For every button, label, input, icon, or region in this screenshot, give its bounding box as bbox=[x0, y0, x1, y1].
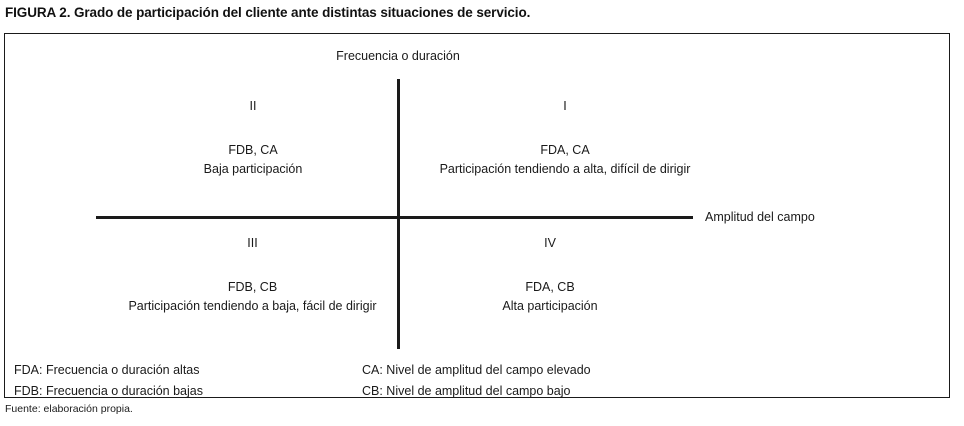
quadrant-III: III FDB, CB Participación tendiendo a ba… bbox=[105, 234, 400, 316]
quadrant-code: FDB, CA bbox=[228, 143, 278, 157]
quadrant-I: I FDA, CA Participación tendiendo a alta… bbox=[420, 97, 710, 179]
horizontal-axis-line bbox=[96, 216, 693, 219]
quadrant-roman-numeral: III bbox=[247, 236, 258, 250]
figure-source-note: Fuente: elaboración propia. bbox=[5, 403, 133, 415]
quadrant-description: Participación tendiendo a baja, fácil de… bbox=[128, 299, 377, 313]
quadrant-description: Baja participación bbox=[203, 162, 303, 176]
legend-item-fda: FDA: Frecuencia o duración altas bbox=[14, 363, 200, 377]
quadrant-roman-numeral: I bbox=[563, 99, 567, 113]
vertical-axis-line bbox=[397, 79, 400, 349]
legend-column-right: CA: Nivel de amplitud del campo elevado … bbox=[362, 360, 591, 402]
quadrant-code: FDA, CB bbox=[525, 280, 575, 294]
legend: FDA: Frecuencia o duración altas FDB: Fr… bbox=[5, 360, 951, 400]
legend-column-left: FDA: Frecuencia o duración altas FDB: Fr… bbox=[14, 360, 203, 402]
quadrant-IV: IV FDA, CB Alta participación bbox=[425, 234, 675, 316]
quadrant-roman-numeral: II bbox=[249, 99, 257, 113]
x-axis-label: Amplitud del campo bbox=[705, 210, 815, 224]
quadrant-description: Alta participación bbox=[502, 299, 598, 313]
page-title: FIGURA 2. Grado de participación del cli… bbox=[5, 5, 531, 20]
quadrant-roman-numeral: IV bbox=[544, 236, 556, 250]
quadrant-description: Participación tendiendo a alta, difícil … bbox=[439, 162, 691, 176]
quadrant-code: FDB, CB bbox=[227, 280, 278, 294]
quadrant-code: FDA, CA bbox=[540, 143, 590, 157]
legend-item-fdb: FDB: Frecuencia o duración bajas bbox=[14, 384, 203, 398]
legend-item-ca: CA: Nivel de amplitud del campo elevado bbox=[362, 363, 591, 377]
legend-item-cb: CB: Nivel de amplitud del campo bajo bbox=[362, 384, 571, 398]
figure-frame: Frecuencia o duración Amplitud del campo… bbox=[4, 33, 950, 398]
quadrant-II: II FDB, CA Baja participación bbox=[133, 97, 373, 179]
y-axis-label: Frecuencia o duración bbox=[336, 49, 460, 63]
